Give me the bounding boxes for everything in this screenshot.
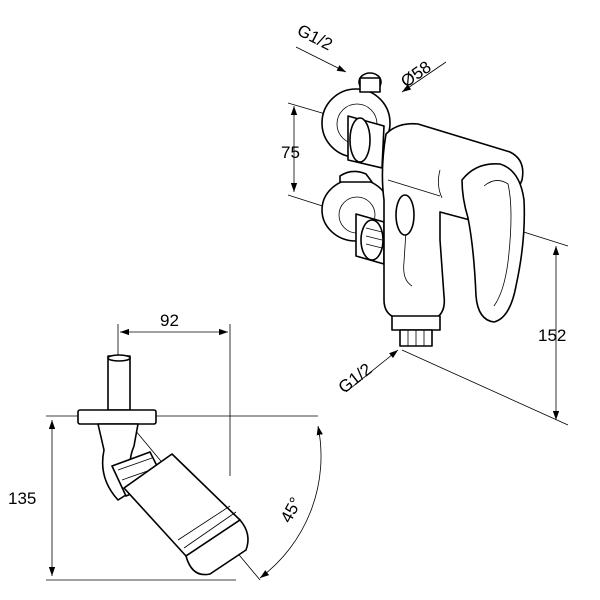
flange-diameter-label: Ø58 — [397, 57, 434, 91]
lever-handle — [461, 163, 526, 323]
perspective-view: G1/2 Ø58 75 152 G1/2 — [281, 21, 569, 426]
inlet-spacing-label: 75 — [281, 143, 300, 162]
side-view: 92 135 45° — [8, 311, 323, 581]
outlet-thread-label: G1/2 — [335, 359, 376, 397]
eccentric-connectors — [347, 115, 385, 265]
side-wall-flange — [77, 409, 157, 425]
angle-label: 45° — [277, 494, 306, 526]
total-height-label: 152 — [538, 326, 566, 345]
wall-pipe — [107, 354, 131, 411]
dimension-lines — [290, 46, 560, 420]
side-height-label: 135 — [8, 489, 36, 508]
side-dimension-lines — [48, 328, 323, 579]
outlet-nut — [391, 315, 441, 347]
angled-body — [97, 423, 249, 576]
projection-label: 92 — [160, 311, 179, 330]
